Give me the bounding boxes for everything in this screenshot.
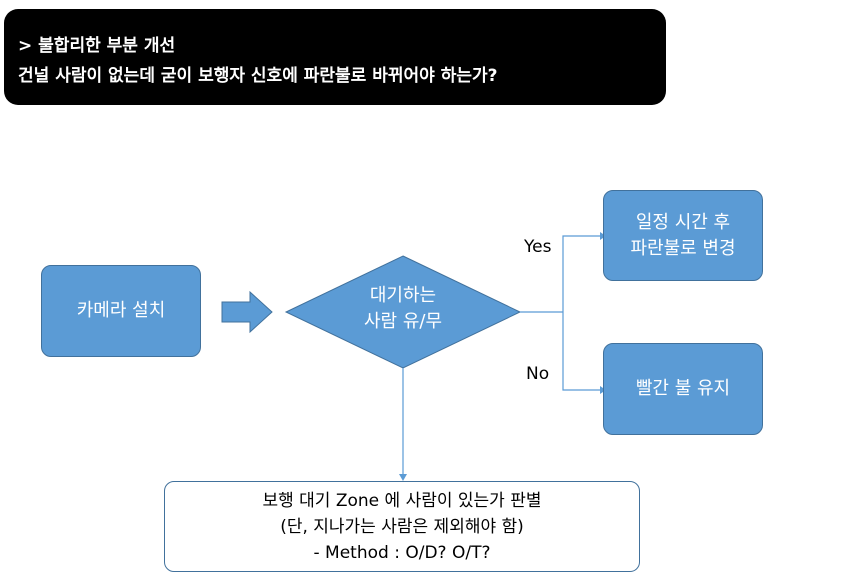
node-turn-green-line1: 일정 시간 후 <box>635 211 731 233</box>
decision-label: 대기하는 사람 유/무 <box>300 283 506 335</box>
arrowhead-down <box>399 474 407 481</box>
node-camera-install: 카메라 설치 <box>41 265 201 357</box>
block-arrow <box>221 290 273 334</box>
edge-label-yes: Yes <box>524 237 552 257</box>
node-keep-red: 빨간 불 유지 <box>603 343 763 435</box>
node-keep-red-label: 빨간 불 유지 <box>635 378 731 399</box>
connector-no <box>562 312 600 391</box>
node-detection-line2: (단, 지나가는 사람은 제외해야 함) <box>280 516 524 537</box>
header-question: 건널 사람이 없는데 굳이 보행자 신호에 파란불로 바뀌어야 하는가? <box>18 66 498 86</box>
connector-yes <box>562 235 600 312</box>
node-detection-line1: 보행 대기 Zone 에 사람이 있는가 판별 <box>262 490 542 511</box>
header-title: > 불합리한 부분 개선 <box>18 36 176 56</box>
header-banner: > 불합리한 부분 개선 건널 사람이 없는데 굳이 보행자 신호에 파란불로 … <box>4 9 666 105</box>
node-turn-green: 일정 시간 후 파란불로 변경 <box>603 190 763 281</box>
node-turn-green-line2: 파란불로 변경 <box>630 237 736 259</box>
node-camera-label: 카메라 설치 <box>76 300 166 321</box>
node-detection-line3: - Method : O/D? O/T? <box>313 542 491 563</box>
decision-label-line1: 대기하는 <box>369 285 437 306</box>
decision-label-line2: 사람 유/무 <box>363 311 443 332</box>
node-detection: 보행 대기 Zone 에 사람이 있는가 판별 (단, 지나가는 사람은 제외해… <box>164 481 640 572</box>
edge-label-no: No <box>526 364 550 384</box>
